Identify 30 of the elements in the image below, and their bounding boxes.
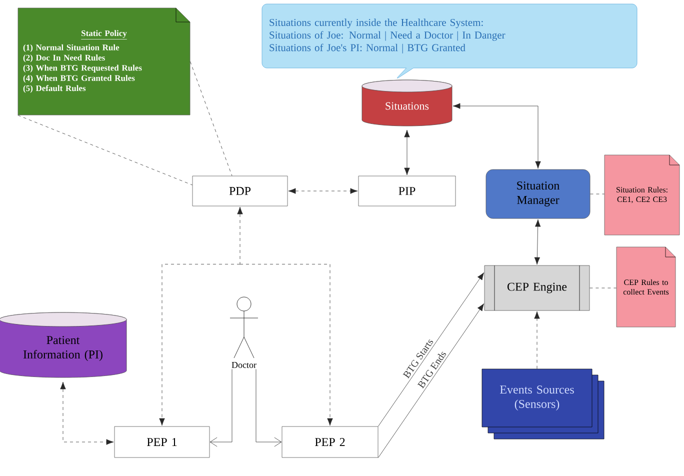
node-label: Doctor <box>232 362 256 368</box>
rules-note: Situation Rules: CE1, CE2 CE3 <box>604 154 680 236</box>
leader-line <box>18 115 192 186</box>
process-box: PEP 2 <box>282 426 378 458</box>
arrow <box>288 188 358 194</box>
speech-callout: Situations currently inside the Healthcare System: Situations of Joe: Normal | Need a Doctor | In Danger Situations of Joe's PI: Normal | BTG Granted <box>262 4 638 78</box>
arrow <box>210 369 232 447</box>
process-box: CEP Engine <box>484 265 590 311</box>
arrow <box>256 369 282 447</box>
arrow <box>60 382 114 445</box>
arrow <box>378 303 484 458</box>
leader-line <box>190 61 232 176</box>
arrow <box>452 103 541 169</box>
arrow <box>378 272 484 426</box>
process-box: PEP 1 <box>114 426 210 458</box>
arrow <box>404 130 410 176</box>
actor-figure: Doctor <box>230 296 258 368</box>
process-box: PIP <box>358 176 456 206</box>
arrow <box>159 264 240 426</box>
policy-note: Static Policy (1) Normal Situation Rule (2) Doc In Need Rules (3) When BTG Requested Rules (4) When BTG Granted Rules (5) Default Rules <box>18 8 190 116</box>
arrow <box>534 311 540 369</box>
arrow <box>534 219 541 265</box>
stacked-box: Events Sources (Sensors) <box>482 368 604 440</box>
rules-note: CEP Rules to collect Events <box>616 246 676 328</box>
database-cylinder: Patient Information (PI) <box>0 312 127 378</box>
arrow <box>237 206 243 264</box>
database-cylinder: Situations <box>362 80 452 126</box>
process-box: PDP <box>192 176 288 206</box>
arrow <box>240 264 333 426</box>
process-box: Situation Manager <box>486 169 590 219</box>
